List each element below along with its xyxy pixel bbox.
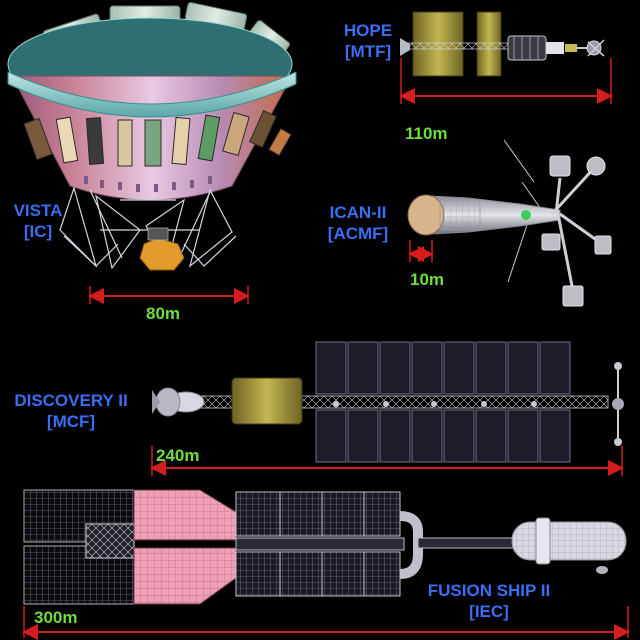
ican-ii-spacecraft	[407, 139, 612, 307]
discovery-ii-label: DISCOVERY II [MCF]	[4, 390, 138, 432]
fusion-ship-ii-name: FUSION SHIP II	[427, 581, 551, 600]
vista-spacecraft	[7, 2, 297, 271]
fusion-ship-ii-label: FUSION SHIP II [IEC]	[414, 580, 564, 622]
vista-scale: 80m	[146, 304, 181, 323]
hope-label: HOPE [MTF]	[332, 20, 404, 62]
vista-type: [IC]	[23, 222, 53, 241]
ican-ii-type: [ACMF]	[327, 224, 389, 243]
discovery-ii-scale: 240m	[156, 446, 200, 465]
fusion-ship-ii-scale: 300m	[34, 608, 78, 627]
discovery-ii-spacecraft	[150, 341, 624, 476]
ican-ii-name: ICAN-II	[329, 203, 387, 222]
hope-type: [MTF]	[344, 42, 392, 61]
vista-dimension-line	[88, 286, 250, 304]
hope-name: HOPE	[343, 21, 393, 40]
fusion-ship-ii-type: [IEC]	[469, 602, 509, 621]
discovery-ii-name: DISCOVERY II	[14, 391, 128, 410]
fusion-ship-ii-spacecraft	[22, 489, 630, 640]
hope-scale: 110m	[405, 124, 448, 143]
ican-ii-label: ICAN-II [ACMF]	[316, 202, 400, 244]
discovery-ii-type: [MCF]	[46, 412, 96, 431]
vista-name: VISTA	[13, 201, 63, 220]
hope-spacecraft	[399, 11, 613, 104]
vista-label: VISTA [IC]	[2, 200, 74, 242]
ican-ii-scale: 10m	[410, 270, 445, 289]
